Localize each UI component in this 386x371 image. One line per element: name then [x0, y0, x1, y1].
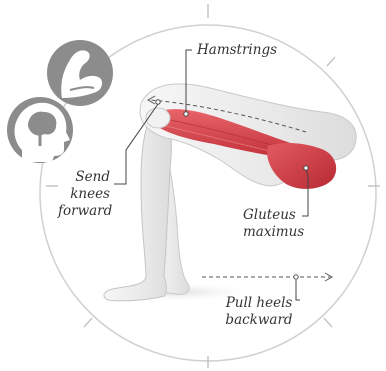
arm-muscle-icon: [47, 40, 113, 106]
knees-label-line-3: forward: [58, 203, 110, 220]
gluteus-label: Gluteus maximus: [243, 207, 304, 241]
knees-label-line-1: Send: [58, 169, 110, 186]
knees-label-line-2: knees: [58, 186, 110, 203]
brain-head-icon: [7, 97, 73, 163]
gluteus-label-line-1: Gluteus: [243, 207, 304, 224]
hamstrings-label-text: Hamstrings: [197, 42, 277, 59]
heels-label-line-2: backward: [221, 312, 297, 329]
hamstrings-label: Hamstrings: [197, 42, 277, 59]
gluteus-label-line-2: maximus: [243, 224, 304, 241]
heels-backward-label: Pull heels backward: [221, 295, 297, 329]
heels-label-line-1: Pull heels: [221, 295, 297, 312]
knees-forward-label: Send knees forward: [58, 169, 110, 220]
knee-joint: [146, 108, 170, 128]
